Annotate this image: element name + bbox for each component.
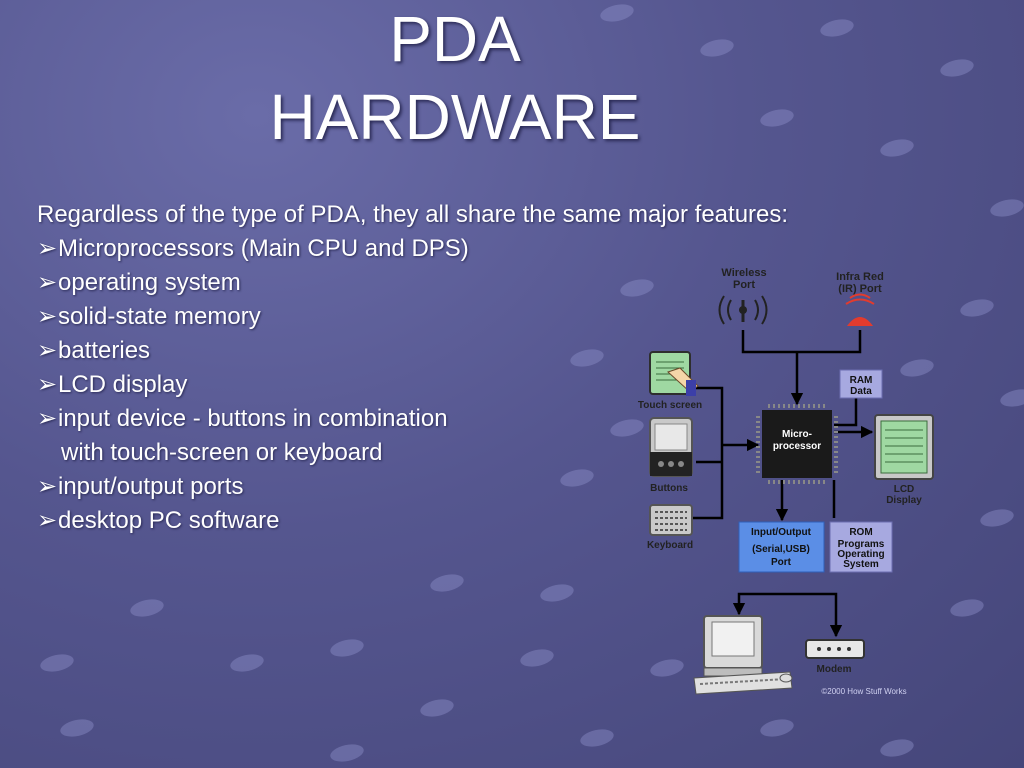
- list-item: ➢desktop PC software: [37, 504, 469, 538]
- rom-label: ROM: [849, 527, 872, 538]
- list-item: ➢LCD display: [37, 368, 469, 402]
- io-port-label: (Serial,USB): [752, 544, 810, 555]
- keyboard-label: Keyboard: [647, 540, 693, 551]
- connector-lines: [681, 330, 874, 638]
- copyright-text: ©2000 How Stuff Works: [821, 687, 906, 696]
- lcd-label: LCD: [894, 484, 915, 495]
- arrow-bullet-icon: ➢: [37, 235, 58, 262]
- list-item-text: batteries: [58, 337, 151, 364]
- wireless-port-label: Wireless: [721, 267, 766, 279]
- rom-box: [829, 521, 893, 573]
- touch-screen-label: Touch screen: [638, 400, 702, 411]
- touch-screen-icon: [649, 351, 699, 396]
- arrow-bullet-icon: ➢: [37, 405, 58, 432]
- rom-label: System: [843, 559, 879, 570]
- slide-title-line2: HARDWARE: [269, 81, 641, 153]
- desktop-computer-icon: [693, 615, 793, 695]
- list-item-text: operating system: [58, 269, 241, 296]
- microprocessor-label: Micro-: [782, 429, 812, 440]
- buttons-label: Buttons: [650, 483, 688, 494]
- buttons-device-icon: [649, 417, 693, 477]
- list-item: ➢input/output ports: [37, 470, 469, 504]
- list-item-text: solid-state memory: [58, 303, 261, 330]
- ir-port-label: Infra Red: [836, 271, 884, 283]
- lcd-display-icon: [874, 414, 934, 480]
- microprocessor-label: processor: [773, 441, 821, 452]
- list-item-text: input/output ports: [58, 473, 244, 500]
- modem-icon: [805, 639, 865, 659]
- list-item: ➢operating system: [37, 266, 469, 300]
- infrared-port-icon: [845, 293, 875, 326]
- feature-list: ➢Microprocessors (Main CPU and DPS) ➢ope…: [37, 232, 469, 538]
- list-item-continuation: with touch-screen or keyboard: [61, 439, 383, 466]
- arrow-bullet-icon: ➢: [37, 507, 58, 534]
- list-item: ➢batteries: [37, 334, 469, 368]
- list-item-text: desktop PC software: [58, 507, 280, 534]
- io-port-label: Input/Output: [751, 527, 812, 538]
- ir-port-label: (IR) Port: [838, 283, 882, 295]
- ram-box: [839, 369, 883, 399]
- list-item-text: input device - buttons in combination: [58, 405, 448, 432]
- microprocessor-chip-icon: [756, 404, 838, 484]
- rom-label: Operating: [837, 549, 884, 560]
- list-item: ➢Microprocessors (Main CPU and DPS): [37, 232, 469, 266]
- list-item-text: LCD display: [58, 371, 188, 398]
- arrow-bullet-icon: ➢: [37, 269, 58, 296]
- list-item: ➢solid-state memory: [37, 300, 469, 334]
- arrow-bullet-icon: ➢: [37, 337, 58, 364]
- rom-label: Programs: [838, 539, 885, 550]
- wireless-port-icon: [718, 295, 768, 325]
- lcd-label: Display: [886, 495, 922, 506]
- intro-text: Regardless of the type of PDA, they all …: [37, 201, 789, 228]
- modem-label: Modem: [817, 664, 852, 675]
- io-port-box: [738, 521, 825, 573]
- arrow-bullet-icon: ➢: [37, 473, 58, 500]
- ram-label: Data: [850, 386, 872, 397]
- ram-label: RAM: [850, 375, 873, 386]
- arrow-bullet-icon: ➢: [37, 303, 58, 330]
- arrow-bullet-icon: ➢: [37, 371, 58, 398]
- keyboard-icon: [649, 504, 693, 536]
- io-port-label: Port: [771, 557, 792, 568]
- wireless-port-label: Port: [733, 279, 755, 291]
- list-item-text: Microprocessors (Main CPU and DPS): [58, 235, 469, 262]
- slide-title-line1: PDA: [389, 3, 521, 75]
- list-item: ➢input device - buttons in combination: [37, 402, 469, 436]
